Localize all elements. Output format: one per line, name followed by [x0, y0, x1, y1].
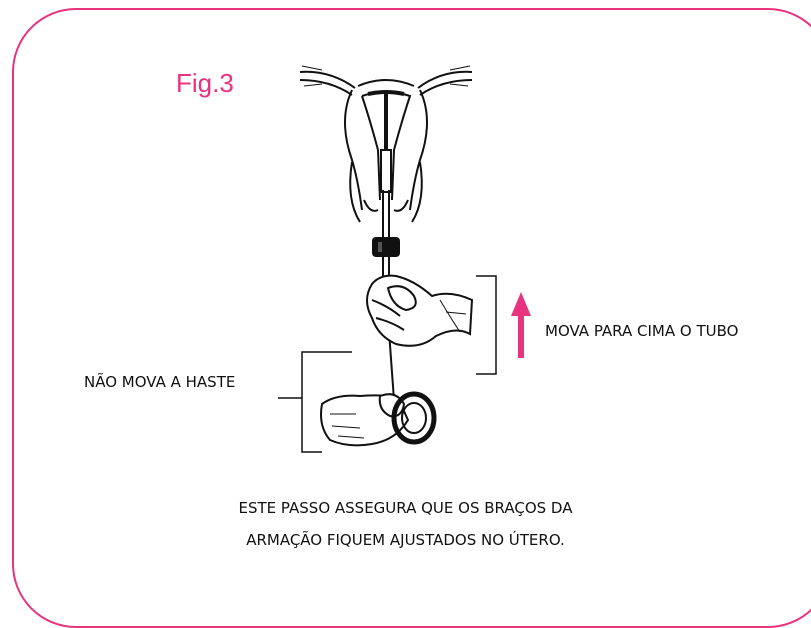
upper-hand-icon: [366, 274, 474, 347]
figure-label: Fig.3: [176, 68, 234, 98]
move-tube-up-note: MOVA PARA CIMA O TUBO: [545, 322, 739, 340]
footer-line-2: ARMAÇÃO FIQUEM AJUSTADOS NO ÚTERO.: [246, 531, 565, 549]
uterus-illustration: [299, 65, 473, 223]
lower-bracket: [301, 351, 352, 453]
dont-move-rod-note: NÃO MOVA A HASTE: [84, 373, 236, 391]
iud-device: [367, 90, 405, 193]
footer-caption: ESTE PASSO ASSEGURA QUE OS BRAÇOS DA ARM…: [0, 492, 811, 556]
insertion-illustration: [278, 65, 531, 453]
inserter-tube: [382, 190, 390, 238]
flange: [372, 237, 400, 257]
up-arrow-icon: [511, 292, 531, 358]
upper-bracket: [476, 275, 497, 375]
lower-hand-icon: [320, 391, 437, 447]
footer-line-1: ESTE PASSO ASSEGURA QUE OS BRAÇOS DA: [238, 499, 573, 517]
